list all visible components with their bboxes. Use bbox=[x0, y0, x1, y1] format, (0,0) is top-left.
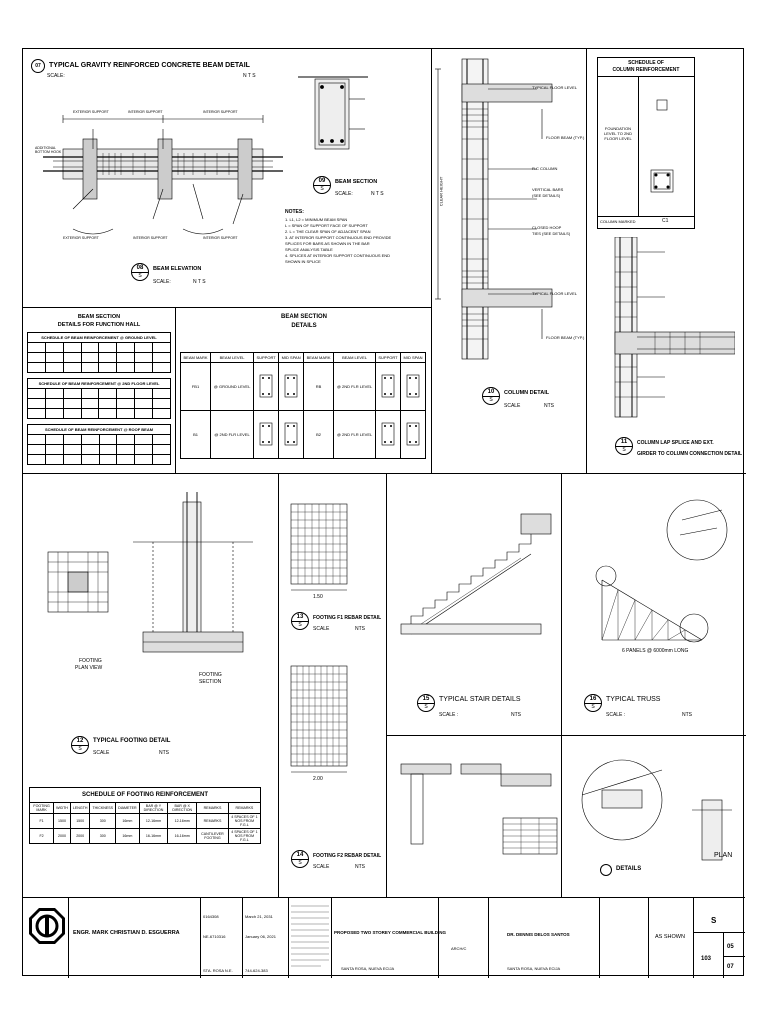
notes-lines bbox=[291, 905, 329, 967]
beam-detail-title: TYPICAL GRAVITY REINFORCED CONCRETE BEAM… bbox=[49, 62, 250, 69]
column-schedule-box: SCHEDULE OF COLUMN REINFORCEMENT FOUNDAT… bbox=[597, 57, 695, 229]
beam-section-drawing bbox=[298, 76, 368, 150]
column-detail-panel: TYPICAL FLOOR LEVEL FLOOR BEAM (TYP.) R.… bbox=[431, 49, 587, 473]
stair-drawing bbox=[400, 513, 552, 635]
svg-text:ADDITIONAL: ADDITIONAL bbox=[35, 146, 56, 150]
svg-text:INTERIOR SUPPORT: INTERIOR SUPPORT bbox=[203, 236, 238, 240]
column-elevation-drawing bbox=[435, 58, 553, 360]
beam-detail-panel: 07 TYPICAL GRAVITY REINFORCED CONCRETE B… bbox=[23, 49, 431, 307]
beam-schedule-roof: SCHEDULE OF BEAM REINFORCEMENT @ ROOF BE… bbox=[27, 424, 171, 465]
drawing-sheet: 07 TYPICAL GRAVITY REINFORCED CONCRETE B… bbox=[22, 48, 746, 978]
svg-text:INTERIOR SUPPORT: INTERIOR SUPPORT bbox=[133, 236, 168, 240]
truss-drawing bbox=[595, 499, 728, 643]
svg-text:EXTERIOR SUPPORT: EXTERIOR SUPPORT bbox=[63, 236, 100, 240]
column-schedule-panel: SCHEDULE OF COLUMN REINFORCEMENT FOUNDAT… bbox=[586, 49, 746, 473]
svg-text:EXTERIOR SUPPORT: EXTERIOR SUPPORT bbox=[73, 110, 110, 114]
connection-drawing bbox=[400, 763, 558, 855]
footing-schedule-panel: SCHEDULE OF FOOTING REINFORCEMENT FOOTIN… bbox=[23, 787, 278, 897]
beam-schedule-panel: BEAM SECTION DETAILS FOR FUNCTION HALL S… bbox=[23, 307, 175, 474]
detail-tag-07: 07 bbox=[31, 59, 45, 73]
truss-connection-panel: DETAILS PLAN bbox=[561, 735, 746, 898]
footing-rebar-grids bbox=[290, 503, 348, 773]
lap-splice-drawing bbox=[614, 237, 735, 418]
truss-connection-drawing bbox=[581, 759, 732, 861]
svg-text:INTERIOR SUPPORT: INTERIOR SUPPORT bbox=[128, 110, 163, 114]
svg-text:INTERIOR SUPPORT: INTERIOR SUPPORT bbox=[203, 110, 238, 114]
details-tag bbox=[600, 864, 612, 876]
title-block: ENGR. MARK CHRISTIAN D. ESGUERRA 0164308… bbox=[23, 897, 745, 978]
beam-schedule-2nd: SCHEDULE OF BEAM REINFORCEMENT @ 2ND FLO… bbox=[27, 378, 171, 419]
footing-drawing bbox=[47, 492, 253, 653]
connection-details-panel bbox=[386, 735, 562, 898]
firm-logo bbox=[29, 908, 65, 944]
column-section-sketch bbox=[650, 99, 674, 193]
beam-schedule-ground: SCHEDULE OF BEAM REINFORCEMENT @ GROUND … bbox=[27, 332, 171, 373]
footing-schedule-table: SCHEDULE OF FOOTING REINFORCEMENT FOOTIN… bbox=[28, 787, 262, 844]
svg-text:BOTTOM HOOK: BOTTOM HOOK bbox=[35, 150, 62, 154]
